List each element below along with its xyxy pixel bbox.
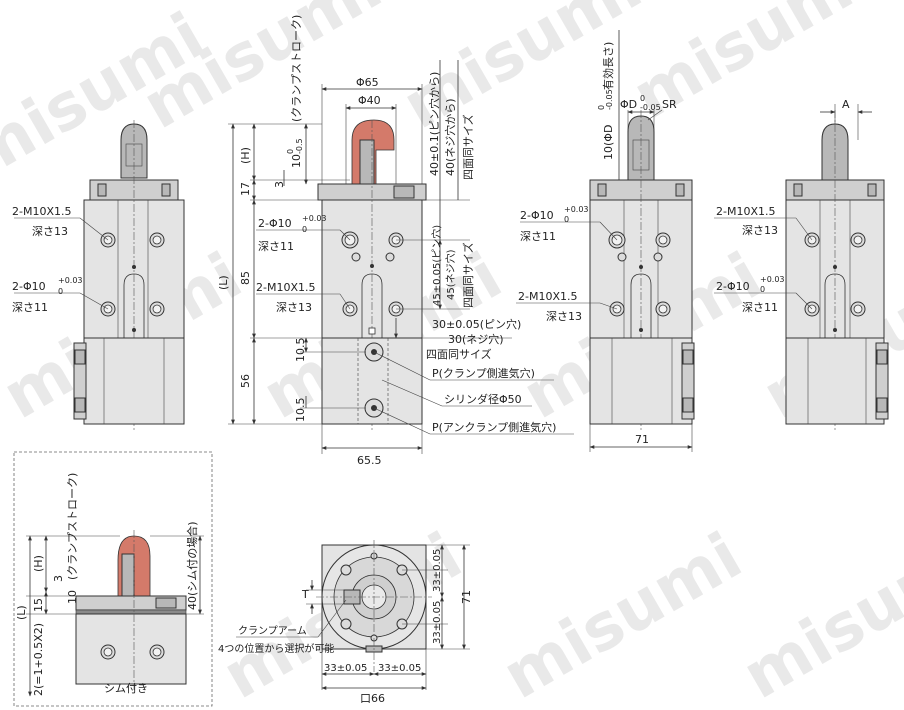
svg-text:0: 0 xyxy=(302,225,307,234)
side-view: Φ65 Φ40 (L) (H) xyxy=(217,15,574,467)
port-unclamp-label: P(アンクランプ側進気穴) xyxy=(432,420,556,434)
dim-30-screw: 30(ネジ穴) xyxy=(448,332,504,346)
right-view-1: 71 10(ΦD 0 -0.05 有効長さ) ΦD 0 -0.05 SR 2-Φ… xyxy=(516,30,695,452)
dim-65-5: 65.5 xyxy=(357,454,382,467)
dim-stroke: 10 xyxy=(290,154,303,168)
dim-45-screw: 45(ネジ穴) xyxy=(444,249,457,300)
dim-T: T xyxy=(301,588,309,601)
watermark-text: misumi xyxy=(621,0,884,134)
shim-dim-L: (L) xyxy=(15,605,28,620)
r2-pin-depth: 深さ11 xyxy=(742,301,778,314)
side-pin-label: 2-Φ10 xyxy=(258,217,292,230)
dim-85: 85 xyxy=(239,271,252,285)
r1-m10-depth: 深さ13 xyxy=(546,310,582,323)
svg-text:0: 0 xyxy=(58,287,63,296)
svg-text:+0.03: +0.03 xyxy=(302,214,327,223)
dim-45-pin: 45±0.05(ピン穴) xyxy=(430,225,443,306)
arm-slot xyxy=(123,273,145,338)
dim-33c: 33±0.05 xyxy=(324,663,367,674)
top-dim-71: 71 xyxy=(460,590,473,604)
shim-dim-shim: 2(=1+0.5X2) xyxy=(32,623,45,696)
r1-m10-label: 2-M10X1.5 xyxy=(518,290,578,303)
dim-33b: 33±0.05 xyxy=(432,601,443,644)
dim-H: (H) xyxy=(239,147,252,164)
r2-pin-label: 2-Φ10 xyxy=(716,280,750,293)
clamp-arm-note: 4つの位置から選択が可能 xyxy=(218,642,334,655)
dim-phi40: Φ40 xyxy=(358,94,381,107)
dim-10-5b: 10.5 xyxy=(294,398,307,423)
shim-dim-15: 15 xyxy=(32,598,45,612)
dim-30-pin: 30±0.05(ピン穴) xyxy=(432,317,521,331)
svg-text:0: 0 xyxy=(286,149,295,154)
dim-17: 17 xyxy=(239,182,252,196)
shim-view: (L) (H) 3 10 15 2(=1+0.5X2) (クランプストローク) … xyxy=(13,451,213,707)
port-clamp-label: P(クランプ側進気穴) xyxy=(432,366,535,380)
four-sides-3: 四面同サイズ xyxy=(426,347,492,361)
dim-33a: 33±0.05 xyxy=(432,549,443,592)
dim-33d: 33±0.05 xyxy=(378,663,421,674)
svg-text:+0.03: +0.03 xyxy=(564,205,589,214)
four-sides-1: 四面同サイズ xyxy=(461,114,475,180)
side-m10-label: 2-M10X1.5 xyxy=(256,281,316,294)
svg-text:0: 0 xyxy=(640,94,645,103)
svg-text:-0.5: -0.5 xyxy=(295,138,304,154)
side-pin-depth: 深さ11 xyxy=(258,240,294,253)
r2-m10-label: 2-M10X1.5 xyxy=(716,205,776,218)
dim-66: 口66 xyxy=(360,692,385,705)
dim-10-5a: 10.5 xyxy=(294,338,307,363)
shim-caption: シム付き xyxy=(104,682,148,695)
cylinder-bore-label: シリンダ径Φ50 xyxy=(444,392,522,406)
top-view: T クランプアーム 4つの位置から選択が可能 33±0.05 33±0.05 7… xyxy=(218,540,473,705)
shim-clamp-stroke: (クランプストローク) xyxy=(66,473,79,580)
watermark-text: misumi xyxy=(731,519,904,710)
svg-text:-0.05: -0.05 xyxy=(605,89,614,110)
svg-text:0: 0 xyxy=(760,285,765,294)
dim-clamp-stroke: (クランプストローク) xyxy=(290,15,303,122)
watermark-text: misumi xyxy=(491,519,754,710)
svg-text:0: 0 xyxy=(597,105,606,110)
r1-pin-depth: 深さ11 xyxy=(520,230,556,243)
r1-pin-label: 2-Φ10 xyxy=(520,209,554,222)
right-view-2: A 2-M10X1.5 深さ13 2-Φ10 +0.03 0 深さ11 xyxy=(714,98,889,430)
cylinder-body xyxy=(83,337,185,425)
r2-m10-depth: 深さ13 xyxy=(742,224,778,237)
svg-text:0: 0 xyxy=(564,215,569,224)
dim-effective-length: 10(ΦD xyxy=(602,125,615,160)
shim-dim-10: 10 xyxy=(66,590,79,604)
svg-text:+0.03: +0.03 xyxy=(760,275,785,284)
front-view: 2-M10X1.5 深さ13 2-Φ10 +0.03 0 深さ11 xyxy=(12,120,185,430)
dim-phiD: ΦD xyxy=(620,98,637,111)
front-pin-depth: 深さ11 xyxy=(12,301,48,314)
four-sides-2: 四面同サイズ xyxy=(461,242,475,308)
front-pin-label: 2-Φ10 xyxy=(12,280,46,293)
shim-plate xyxy=(75,609,187,615)
shim-dim-3: 3 xyxy=(52,575,65,582)
dim-A: A xyxy=(842,98,850,111)
dim-phi65: Φ65 xyxy=(356,76,379,89)
front-m10-depth: 深さ13 xyxy=(32,225,68,238)
dim-SR: SR xyxy=(662,98,677,111)
svg-text:-0.05: -0.05 xyxy=(640,103,661,112)
clamp-arm-label: クランプアーム xyxy=(238,625,307,637)
shim-dim-H: (H) xyxy=(32,555,45,572)
shim-frame xyxy=(13,451,213,707)
shim-case-dim: 40(シム付の場合) xyxy=(185,521,199,610)
dim-71: 71 xyxy=(635,433,649,446)
dim-3: 3 xyxy=(273,181,286,188)
dim-56: 56 xyxy=(239,374,252,388)
front-m10-label: 2-M10X1.5 xyxy=(12,205,72,218)
svg-text:有効長さ): 有効長さ) xyxy=(601,42,615,90)
dim-L: (L) xyxy=(217,275,230,290)
dim-40-pin: 40±0.1(ピン穴から) xyxy=(427,72,441,176)
dim-40-screw: 40(ネジ穴から) xyxy=(443,98,457,176)
svg-text:+0.03: +0.03 xyxy=(58,276,83,285)
side-m10-depth: 深さ13 xyxy=(276,301,312,314)
